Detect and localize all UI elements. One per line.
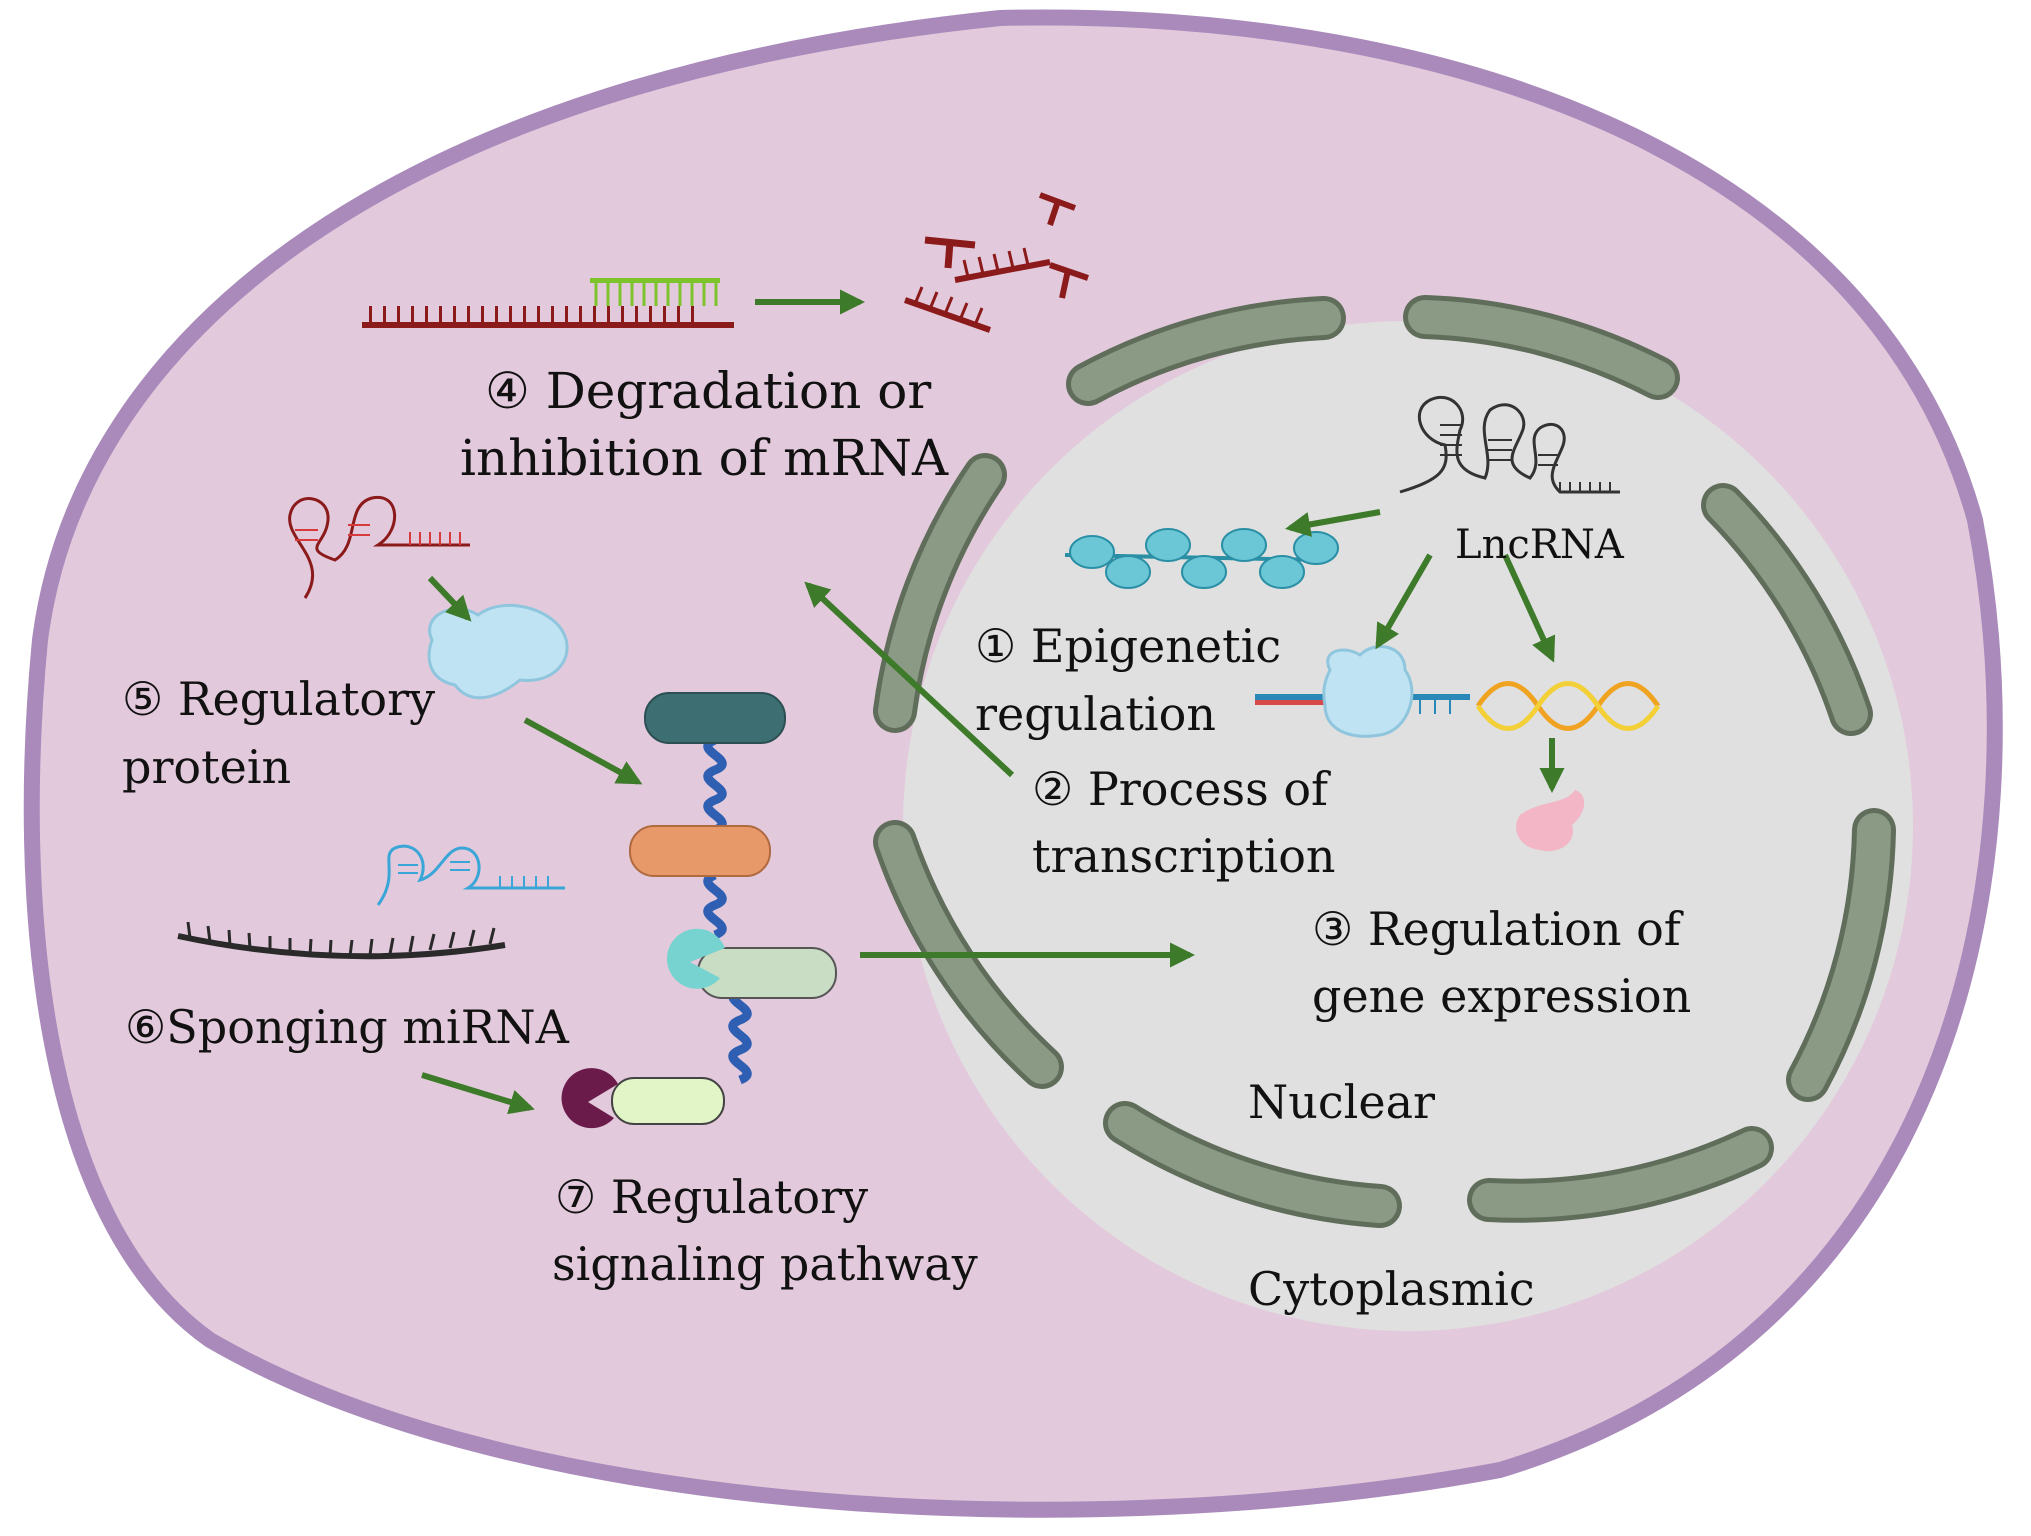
- step1-label-line1: ① Epigenetic: [975, 619, 1281, 673]
- step4-label-line2: inhibition of mRNA: [460, 429, 949, 487]
- step6-label: ⑥Sponging miRNA: [125, 1000, 570, 1054]
- step2-label-line1: ② Process of: [1032, 762, 1331, 816]
- transcription-complex: [1255, 645, 1470, 738]
- step7-label-line2: signaling pathway: [552, 1237, 978, 1291]
- step4-label-line1: ④ Degradation or: [485, 362, 931, 420]
- protein-product: [1516, 790, 1585, 852]
- step3-label-line1: ③ Regulation of: [1312, 902, 1684, 956]
- nucleus: [903, 321, 1913, 1331]
- receptor-teal: [644, 692, 786, 744]
- receptor-lime: [611, 1077, 725, 1125]
- lncrna-label: LncRNA: [1455, 522, 1625, 568]
- step2-label-line2: transcription: [1032, 829, 1336, 883]
- mrna-mirna-duplex: [362, 278, 734, 328]
- step5-label-line2: protein: [122, 740, 291, 794]
- arrow-mirna-to-protein: [427, 575, 472, 622]
- degraded-mrna-fragments: [904, 192, 1089, 333]
- dna-double-helix: [1475, 681, 1661, 731]
- arrow-lncrna-to-chromatin: [1285, 509, 1381, 537]
- nuclear-label: Nuclear: [1248, 1075, 1435, 1129]
- helix-lower: [728, 985, 752, 1085]
- nucleosome-chromatin: [1064, 528, 1339, 589]
- cytoplasmic-label: Cytoplasmic: [1248, 1262, 1535, 1316]
- arrow-sponging-to-pathway: [421, 1072, 535, 1115]
- step5-label-line1: ⑤ Regulatory: [122, 672, 435, 726]
- rna-polymerase: [1322, 645, 1414, 738]
- target-rna-strand: [177, 921, 506, 960]
- ligand-cyan-pacman: [666, 928, 725, 989]
- arrow-protein-to-receptor: [523, 717, 643, 785]
- helix-middle: [703, 870, 727, 940]
- arrows: [421, 289, 1565, 1115]
- nuclear-envelope: [873, 295, 1896, 1228]
- arrow-lncrna-to-polymerase: [1375, 553, 1433, 650]
- ligand-purple-pacman: [561, 1068, 618, 1129]
- mirna-hairpin-blue: [376, 844, 565, 906]
- signaling-pathway-stack: [561, 692, 837, 1129]
- lncrna-structure: [1399, 395, 1620, 494]
- step1-label-line2: regulation: [975, 687, 1216, 741]
- step3-label-line2: gene expression: [1312, 969, 1691, 1023]
- arrow-transcription-to-cytoplasm: [804, 581, 1015, 778]
- receptor-orange: [629, 825, 771, 877]
- step7-label-line1: ⑦ Regulatory: [555, 1170, 868, 1224]
- arrow-lncrna-to-dna: [1502, 553, 1556, 663]
- helix-upper: [703, 735, 727, 835]
- receptor-sage: [697, 947, 837, 999]
- mirna-hairpin-red: [288, 495, 470, 599]
